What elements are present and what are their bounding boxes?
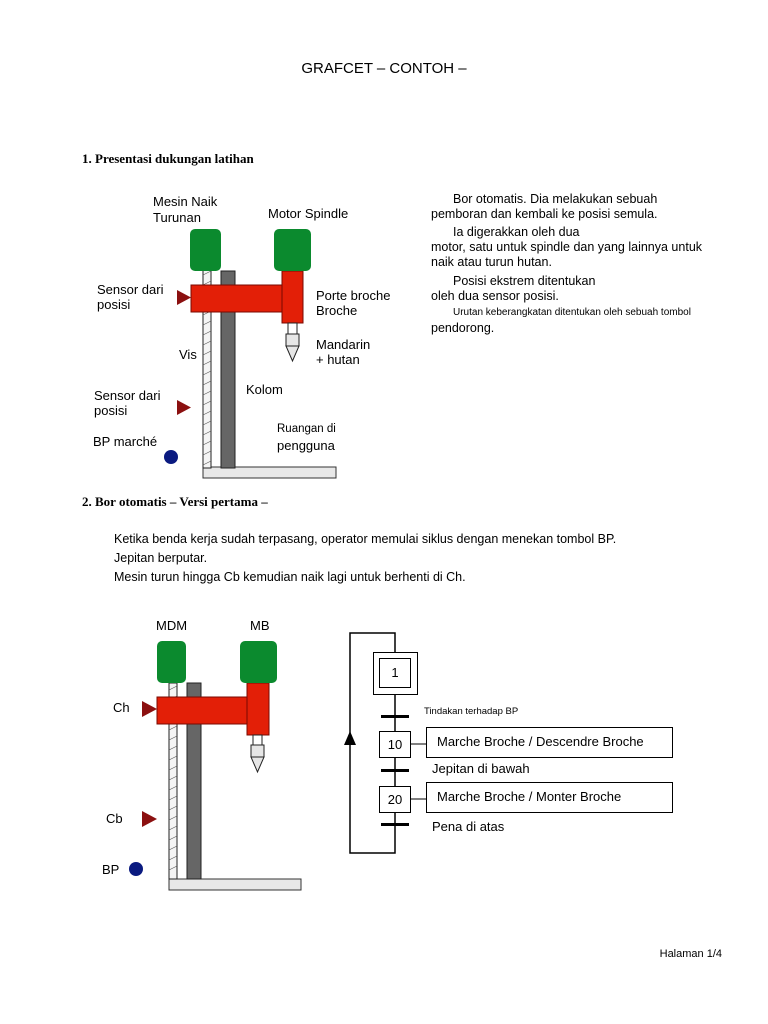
label-mdm: MDM <box>156 618 188 633</box>
label-motor-spindle: Motor Spindle <box>268 206 349 221</box>
grafcet-step-10: 10 <box>379 731 411 758</box>
transition-1-label: Tindakan terhadap BP <box>424 706 519 717</box>
desc-line-4: motor, satu untuk spindle dan yang lainn… <box>431 240 703 254</box>
sensor-ch-icon <box>142 701 157 717</box>
desc-line-3: Ia digerakkan oleh dua <box>453 225 580 239</box>
sensor-bottom-icon <box>177 400 191 415</box>
label-porte-broche: Porte broche <box>316 288 391 303</box>
sensor-cb-icon <box>142 811 157 827</box>
motor-spindle <box>274 229 311 271</box>
grafcet-initial-step: 1 <box>373 652 418 695</box>
bp-button-icon <box>164 450 178 464</box>
label-sensor-bottom: Sensor dari <box>94 388 161 403</box>
drill-bit <box>285 345 300 363</box>
base-plate-2 <box>168 878 302 891</box>
label-turunan: Turunan <box>153 210 201 225</box>
s2-text-line-2: Jepitan berputar. <box>114 551 208 565</box>
step-20-number: 20 <box>387 792 403 807</box>
grafcet-step-20: 20 <box>379 786 411 813</box>
s2-text-line-1: Ketika benda kerja sudah terpasang, oper… <box>114 532 617 546</box>
label-bp-marche: BP marché <box>93 434 158 449</box>
action-10: Marche Broche / Descendre Broche <box>426 727 673 758</box>
section1-heading: 1. Presentasi dukungan latihan <box>82 151 254 166</box>
transition-2 <box>381 769 409 772</box>
loop-arrow-icon <box>344 731 356 745</box>
arm-2 <box>156 696 258 725</box>
label-mandarin: Mandarin <box>316 337 371 352</box>
label-bp: BP <box>102 862 120 877</box>
transition-1 <box>381 715 409 718</box>
label-broche: Broche <box>316 303 358 318</box>
desc-line-6: Posisi ekstrem ditentukan <box>453 274 596 288</box>
transition-2-label: Jepitan di bawah <box>432 761 530 776</box>
motor-mdm-2 <box>157 641 186 683</box>
step-1-number: 1 <box>391 665 399 680</box>
label-pengguna: pengguna <box>277 438 335 453</box>
label-ch: Ch <box>113 700 130 715</box>
label-ruangan: Ruangan di <box>277 423 336 435</box>
column-2 <box>186 682 202 880</box>
transition-3 <box>381 823 409 826</box>
desc-line-9: pendorong. <box>431 321 495 335</box>
label-sensor-top-2: posisi <box>97 297 131 312</box>
step-10-number: 10 <box>387 737 403 752</box>
action-20: Marche Broche / Monter Broche <box>426 782 673 813</box>
base-plate <box>202 466 337 479</box>
motor-mdm <box>190 229 221 271</box>
desc-line-2: pemboran dan kembali ke posisi semula. <box>431 207 658 221</box>
page-title: GRAFCET – CONTOH – <box>301 60 467 77</box>
sensor-top-icon <box>177 290 191 305</box>
label-mesin-naik: Mesin Naik <box>153 194 218 209</box>
drill-bit-2 <box>250 756 265 774</box>
section2-heading: 2. Bor otomatis – Versi pertama – <box>82 494 268 509</box>
grafcet-initial-step-inner: 1 <box>379 658 411 688</box>
s2-text-line-3: Mesin turun hingga Cb kemudian naik lagi… <box>114 570 466 584</box>
label-sensor-top: Sensor dari <box>97 282 164 297</box>
label-kolom: Kolom <box>246 382 283 397</box>
label-vis: Vis <box>179 347 197 362</box>
label-hutan: + hutan <box>316 352 360 367</box>
label-cb: Cb <box>106 811 123 826</box>
desc-line-8: Urutan keberangkatan ditentukan oleh seb… <box>453 307 691 318</box>
page-number: Halaman 1/4 <box>659 948 722 960</box>
spindle-head-2 <box>246 682 270 736</box>
column-kolom <box>220 270 236 469</box>
label-mb: MB <box>250 618 270 633</box>
motor-mb <box>240 641 277 683</box>
desc-line-5: naik atau turun hutan. <box>431 255 552 269</box>
desc-line-7: oleh dua sensor posisi. <box>431 289 559 303</box>
bp-button-2-icon <box>129 862 143 876</box>
label-sensor-bottom-2: posisi <box>94 403 128 418</box>
desc-line-1: Bor otomatis. Dia melakukan sebuah <box>453 192 658 206</box>
transition-3-label: Pena di atas <box>432 819 505 834</box>
